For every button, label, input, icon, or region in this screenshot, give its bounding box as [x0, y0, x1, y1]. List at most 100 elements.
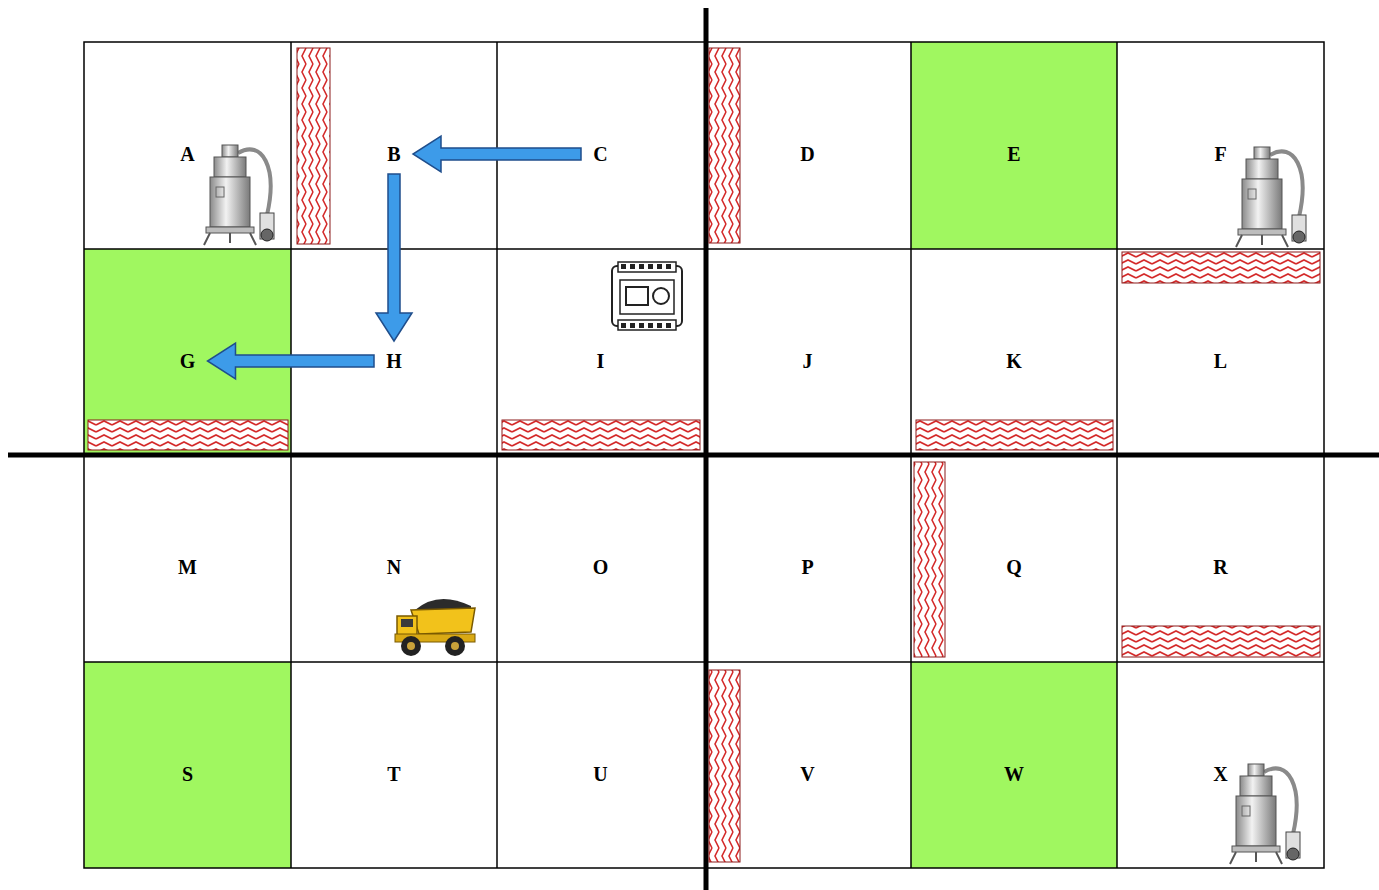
- cell-letter: F: [1214, 143, 1226, 165]
- control-box-icon-part: [618, 262, 676, 272]
- control-box-icon-part-part: [630, 323, 635, 328]
- quadrant-dividers: [8, 8, 1379, 890]
- cell-letter: X: [1213, 763, 1227, 785]
- walls-part: [1122, 252, 1320, 283]
- walls: [88, 48, 1320, 862]
- cell-label-box: J: [795, 345, 821, 377]
- cell-label-box: B: [379, 138, 409, 170]
- walls-part: [297, 48, 330, 244]
- truck-icon-part: [407, 642, 415, 650]
- quadrant-dividers-part: [704, 8, 709, 890]
- quadrant-dividers-part: [8, 453, 1379, 458]
- truck-icon-part: [451, 642, 459, 650]
- cell-letter: W: [1004, 763, 1024, 785]
- vacuum-icon: [204, 145, 274, 245]
- control-box-icon-part-part: [639, 323, 644, 328]
- grid-cells-part: [84, 249, 291, 455]
- walls-part: [916, 420, 1113, 450]
- truck-icon-part: [411, 608, 475, 634]
- walls-part: [502, 420, 700, 450]
- cell-label-box: F: [1206, 138, 1235, 170]
- cell-label-box: S: [174, 758, 202, 790]
- truck-icon-part: [401, 619, 413, 627]
- cell-letter: L: [1214, 350, 1227, 372]
- move-arrow: [413, 136, 581, 172]
- control-box-icon-part-part: [648, 323, 653, 328]
- cell-label-box: D: [792, 138, 823, 170]
- cell-letter: T: [387, 763, 400, 785]
- walls-part: [709, 670, 740, 862]
- control-box-icon-part: [612, 266, 682, 326]
- walls-part: [709, 48, 740, 243]
- cell-label-box: A: [172, 138, 203, 170]
- cell-letter: D: [800, 143, 814, 165]
- vacuum-icon: [1230, 764, 1300, 864]
- cell-letter: V: [800, 763, 814, 785]
- cell-letter: A: [180, 143, 194, 165]
- control-box-icon-part-part: [657, 264, 662, 269]
- cell-letter: U: [593, 763, 607, 785]
- cell-label-box: T: [379, 758, 409, 790]
- grid-cells-part: [84, 662, 291, 868]
- cell-letter: O: [593, 556, 609, 578]
- control-box-icon-part-part: [630, 264, 635, 269]
- truck-icon-part: [445, 636, 465, 656]
- control-box-icon-part-part: [648, 264, 653, 269]
- cell-label-box: I: [589, 345, 613, 377]
- walls-part: [297, 48, 330, 244]
- control-box-icon: [612, 262, 682, 330]
- cell-letter: I: [597, 350, 605, 372]
- control-box-icon-part-part: [666, 264, 671, 269]
- walls-part: [916, 420, 1113, 450]
- walls-part: [1122, 626, 1320, 657]
- move-arrow: [208, 343, 375, 379]
- truck-icon-part: [401, 636, 421, 656]
- cell-label-box: O: [585, 551, 617, 583]
- walls-part: [88, 420, 288, 450]
- walls-part: [88, 420, 288, 450]
- grid-cells-part: [911, 662, 1117, 868]
- cell-letter: B: [387, 143, 400, 165]
- cell-letter: R: [1213, 556, 1227, 578]
- cell-label-box: L: [1206, 345, 1236, 377]
- control-box-icon-part: [621, 264, 671, 328]
- control-box-icon-part-part: [621, 264, 626, 269]
- cell-label-box: X: [1205, 758, 1236, 790]
- cell-letter: E: [1007, 143, 1020, 165]
- walls-part: [914, 462, 945, 657]
- walls-part: [914, 462, 945, 657]
- cell-label-box: G: [172, 345, 204, 377]
- walls-part: [709, 670, 740, 862]
- cell-letter: G: [180, 350, 196, 372]
- cell-letter: K: [1006, 350, 1022, 372]
- cell-label-box: K: [998, 345, 1030, 377]
- truck-icon-part: [397, 616, 417, 636]
- cell-letter: N: [387, 556, 401, 578]
- cell-letter: Q: [1006, 556, 1022, 578]
- cell-label-box: P: [793, 551, 822, 583]
- control-box-icon-part: [618, 320, 676, 330]
- cell-label-box: W: [996, 758, 1032, 790]
- cell-letter: M: [178, 556, 197, 578]
- truck-icon: [395, 599, 475, 656]
- control-box-icon-part: [626, 287, 648, 305]
- cell-letter: S: [182, 763, 193, 785]
- control-box-icon-part-part: [639, 264, 644, 269]
- walls-part: [1122, 626, 1320, 657]
- cell-label-box: H: [378, 345, 410, 377]
- vacuum-icon: [1236, 147, 1306, 247]
- control-box-icon-part-part: [666, 323, 671, 328]
- cell-letter: J: [803, 350, 813, 372]
- control-box-icon-part-part: [621, 323, 626, 328]
- walls-part: [709, 48, 740, 243]
- cell-label-box: M: [170, 551, 205, 583]
- control-box-icon-part: [653, 288, 669, 304]
- cell-label-box: R: [1205, 551, 1236, 583]
- cell-label-box: E: [999, 138, 1029, 170]
- cell-letter: H: [386, 350, 402, 372]
- cell-label-box: V: [792, 758, 823, 790]
- cell-label-box: U: [585, 758, 616, 790]
